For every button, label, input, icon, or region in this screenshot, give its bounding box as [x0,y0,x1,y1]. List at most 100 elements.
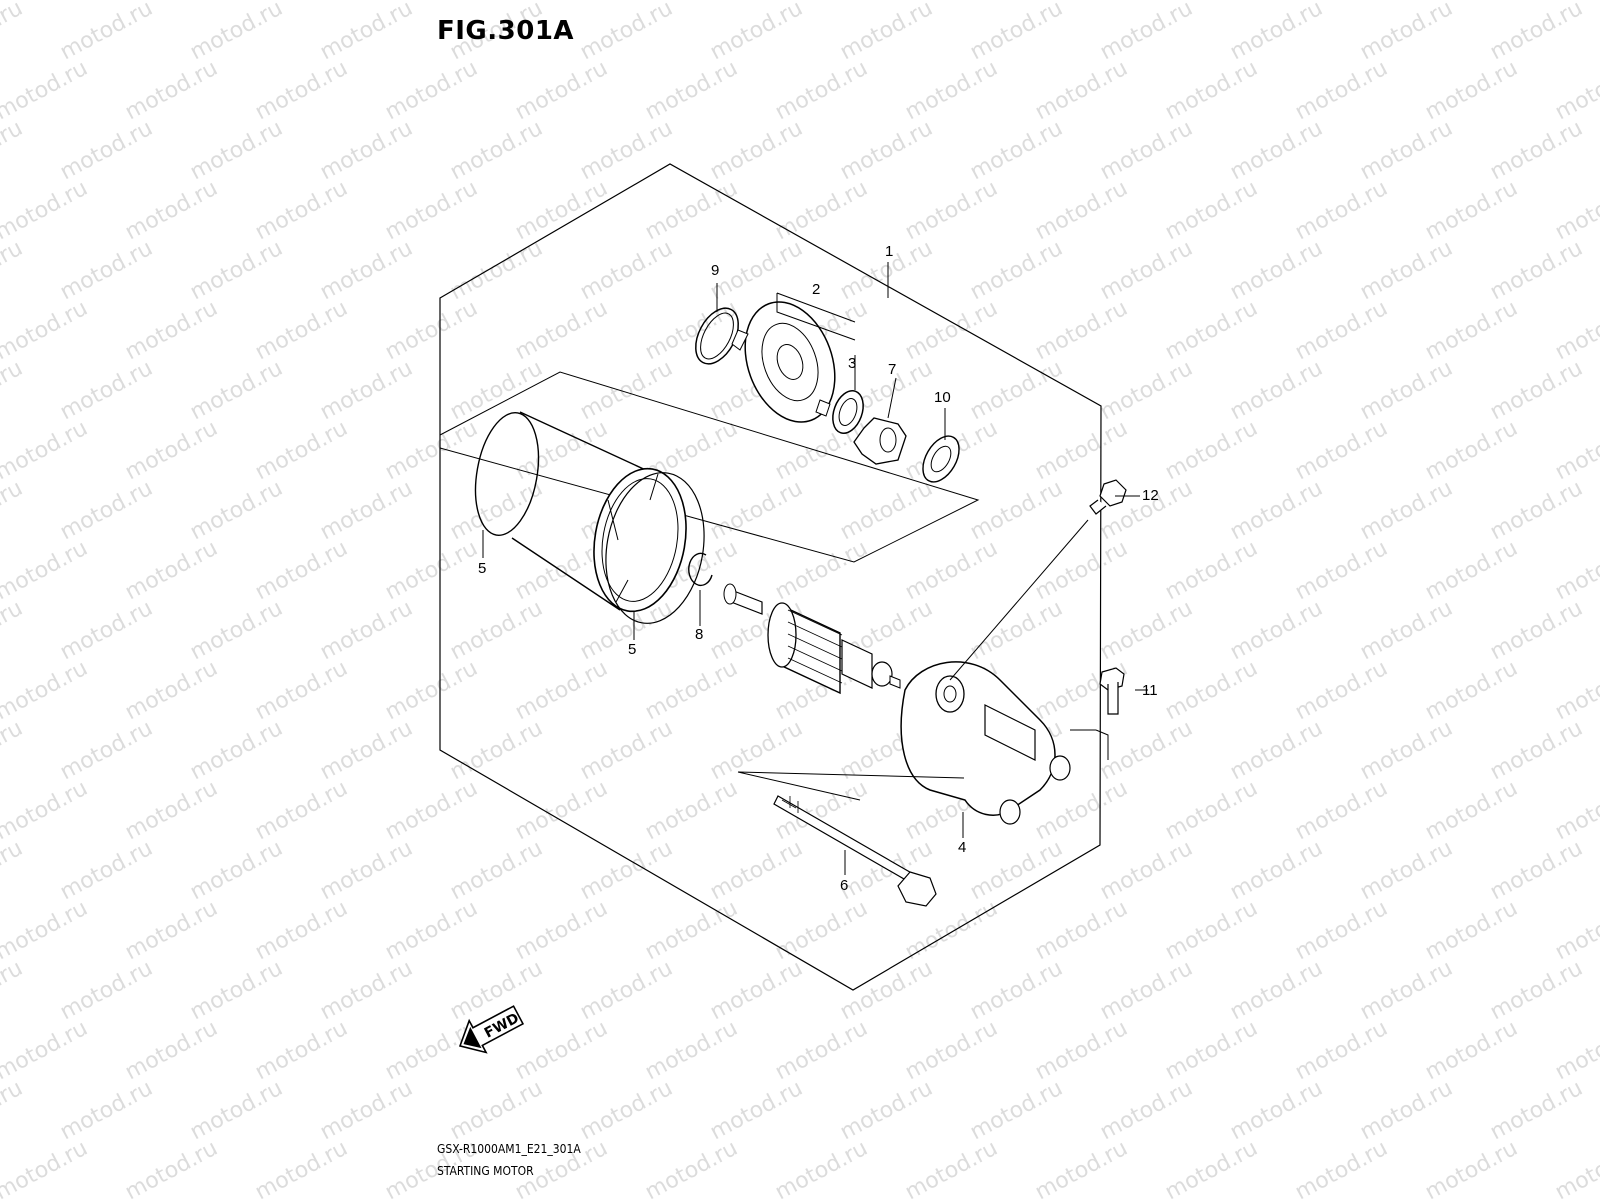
watermark-text: motod.ru [576,836,677,905]
watermark-text: motod.ru [706,0,807,65]
watermark-text: motod.ru [251,656,352,725]
watermark-text: motod.ru [1226,716,1327,785]
part-5-o-ring[interactable] [595,465,716,631]
watermark-text: motod.ru [836,476,937,545]
part-8-circlip[interactable] [688,552,713,587]
watermark-text: motod.ru [1291,1136,1392,1200]
watermark-text: motod.ru [901,1016,1002,1085]
watermark-text: motod.ru [316,1076,417,1145]
watermark-text: motod.ru [1291,296,1392,365]
watermark-text: motod.ru [316,836,417,905]
watermark-text: motod.ru [1551,896,1600,965]
watermark-text: motod.ru [511,296,612,365]
watermark-text: motod.ru [771,56,872,125]
part-10-washer[interactable] [916,430,967,488]
figure-title: FIG.301A [437,16,575,46]
watermark-text: motod.ru [1161,1016,1262,1085]
watermark-text: motod.ru [771,1136,872,1200]
watermark-text: motod.ru [121,776,222,845]
watermark-text: motod.ru [0,716,27,785]
watermark-text: motod.ru [706,716,807,785]
watermark-text: motod.ru [511,656,612,725]
watermark-text: motod.ru [1096,1076,1197,1145]
watermark-text: motod.ru [381,896,482,965]
watermark-text: motod.ru [251,536,352,605]
watermark-text: motod.ru [56,236,157,305]
watermark-text: motod.ru [1551,1136,1600,1200]
callout-9: 9 [711,262,719,279]
watermark-text: motod.ru [1096,0,1197,65]
watermark-text: motod.ru [381,776,482,845]
watermark-text: motod.ru [316,116,417,185]
watermark-text: motod.ru [1421,536,1522,605]
watermark-text: motod.ru [121,1016,222,1085]
part-11-bolt[interactable] [1099,667,1125,715]
watermark-text: motod.ru [1421,296,1522,365]
watermark-text: motod.ru [576,356,677,425]
watermark-text: motod.ru [0,176,92,245]
watermark-text: motod.ru [446,116,547,185]
watermark-text: motod.ru [1161,1136,1262,1200]
watermark-text: motod.ru [1031,536,1132,605]
watermark-text: motod.ru [966,356,1067,425]
watermark-text: motod.ru [966,836,1067,905]
watermark-text: motod.ru [1551,416,1600,485]
watermark-text: motod.ru [641,296,742,365]
watermark-text: motod.ru [381,56,482,125]
watermark-text: motod.ru [381,656,482,725]
watermark-text: motod.ru [1291,176,1392,245]
watermark-text: motod.ru [446,716,547,785]
watermark-text: motod.ru [56,596,157,665]
callout-6: 6 [840,877,848,894]
watermark-text: motod.ru [1031,176,1132,245]
watermark-text: motod.ru [186,116,287,185]
watermark-text: motod.ru [576,716,677,785]
watermark-text: motod.ru [1096,596,1197,665]
watermark-text: motod.ru [446,836,547,905]
watermark-text: motod.ru [1421,896,1522,965]
watermark-text: motod.ru [56,836,157,905]
watermark-text: motod.ru [706,236,807,305]
part-2-end-cover[interactable] [729,289,850,434]
watermark-text: motod.ru [316,0,417,65]
watermark-text: motod.ru [1226,596,1327,665]
part-6-through-bolt[interactable] [773,795,937,907]
watermark-text: motod.ru [1291,56,1392,125]
watermark-text: motod.ru [511,1016,612,1085]
watermark-text: motod.ru [771,536,872,605]
watermark-text: motod.ru [186,836,287,905]
part-3-seal[interactable] [827,387,868,438]
watermark-text: motod.ru [1356,476,1457,545]
watermark-text: motod.ru [381,296,482,365]
watermark-text: motod.ru [641,896,742,965]
watermark-text: motod.ru [251,1016,352,1085]
watermark-text: motod.ru [186,236,287,305]
leader-lines [482,262,1148,875]
watermark-text: motod.ru [1096,116,1197,185]
watermark-text: motod.ru [56,716,157,785]
part-7-lock-plate[interactable] [853,417,907,465]
watermark-text: motod.ru [1161,416,1262,485]
watermark-text: motod.ru [186,956,287,1025]
callout-1: 1 [885,243,893,260]
watermark-text: motod.ru [1096,236,1197,305]
watermark-text: motod.ru [1356,716,1457,785]
part-5-yoke[interactable] [467,408,697,619]
watermark-text: motod.ru [0,116,27,185]
watermark-text: motod.ru [1161,776,1262,845]
watermark-text: motod.ru [0,296,92,365]
watermark-text: motod.ru [901,896,1002,965]
watermark-text: motod.ru [641,656,742,725]
watermark-text: motod.ru [121,896,222,965]
part-4-front-cover[interactable] [900,661,1071,825]
watermark-text: motod.ru [511,896,612,965]
watermark-text: motod.ru [1226,956,1327,1025]
watermark-text: motod.ru [0,236,27,305]
watermark-text: motod.ru [186,1076,287,1145]
watermark-text: motod.ru [0,896,92,965]
watermark-text: motod.ru [446,1076,547,1145]
watermark-text: motod.ru [1421,416,1522,485]
watermark-text: motod.ru [1356,836,1457,905]
watermark-text: motod.ru [316,716,417,785]
part-12-bolt[interactable] [1089,479,1127,515]
